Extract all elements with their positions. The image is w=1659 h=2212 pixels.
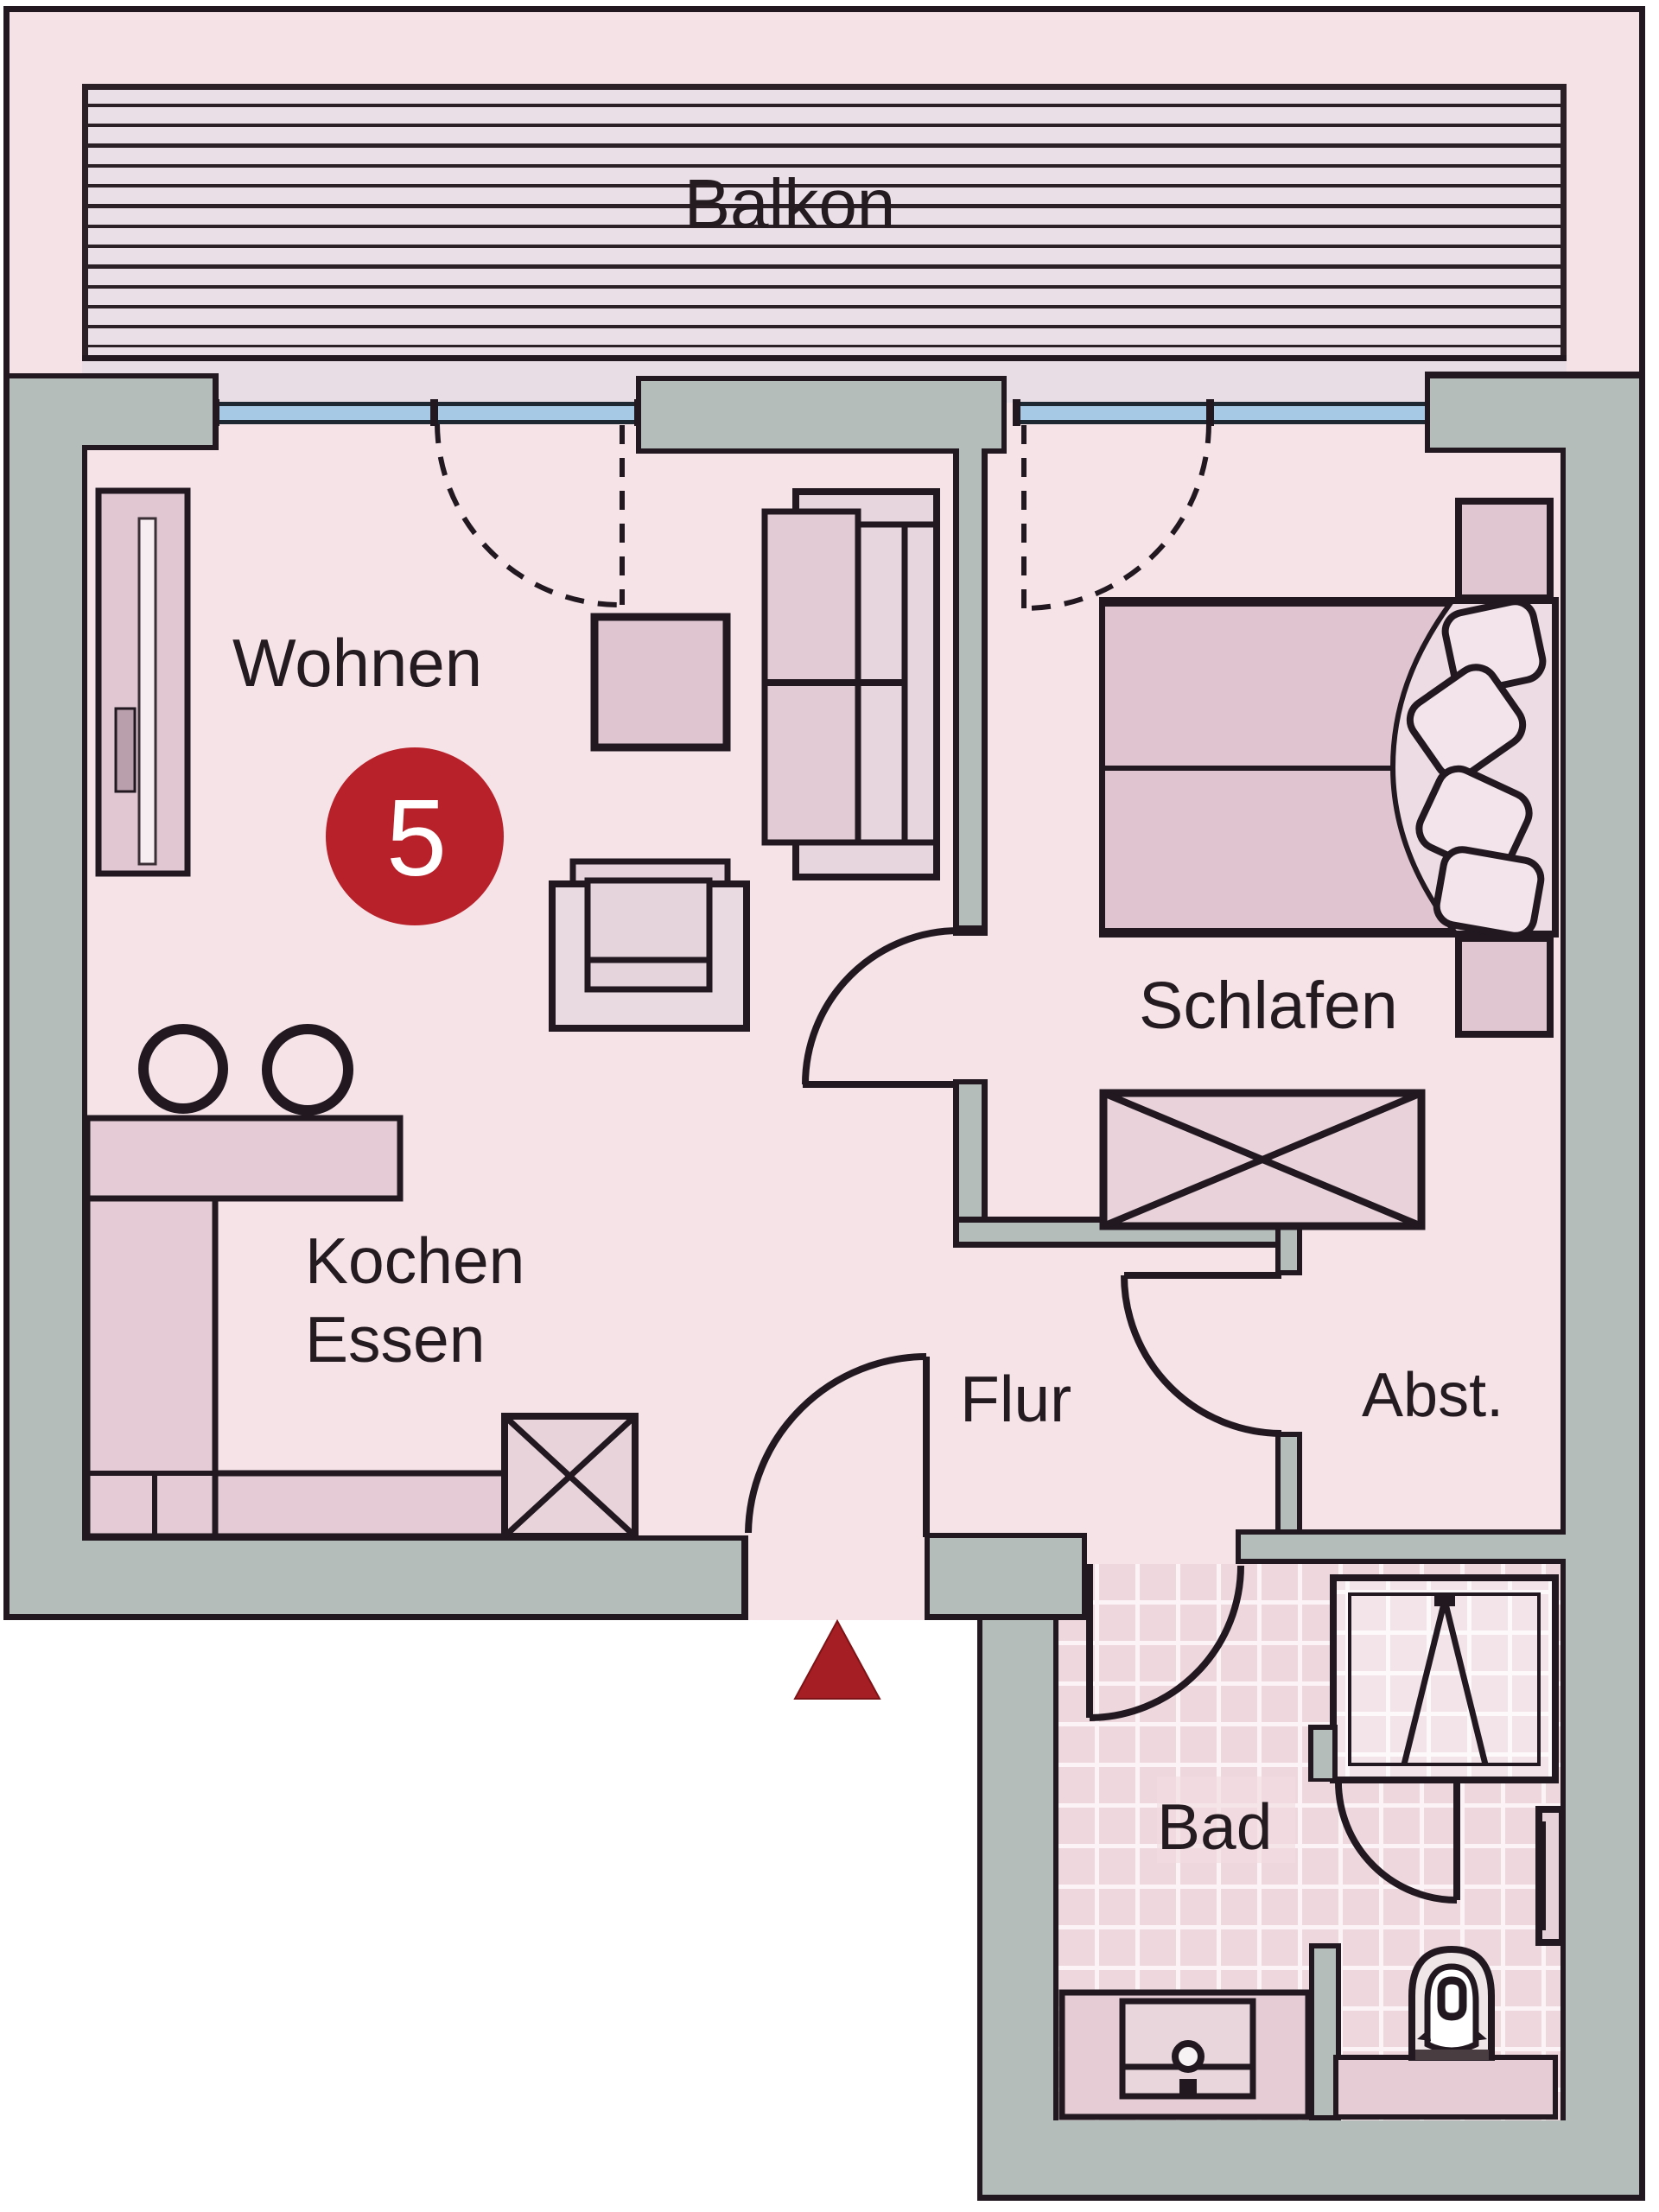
svg-text:Balkon: Balkon (684, 165, 896, 242)
svg-text:Bad: Bad (1157, 1790, 1272, 1863)
svg-text:Essen: Essen (305, 1303, 485, 1376)
svg-text:Wohnen: Wohnen (232, 625, 482, 701)
svg-text:Flur: Flur (960, 1363, 1071, 1435)
svg-text:Kochen: Kochen (305, 1224, 524, 1297)
svg-text:Schlafen: Schlafen (1139, 969, 1398, 1043)
svg-text:5: 5 (386, 777, 447, 899)
svg-text:Abst.: Abst. (1362, 1361, 1503, 1430)
